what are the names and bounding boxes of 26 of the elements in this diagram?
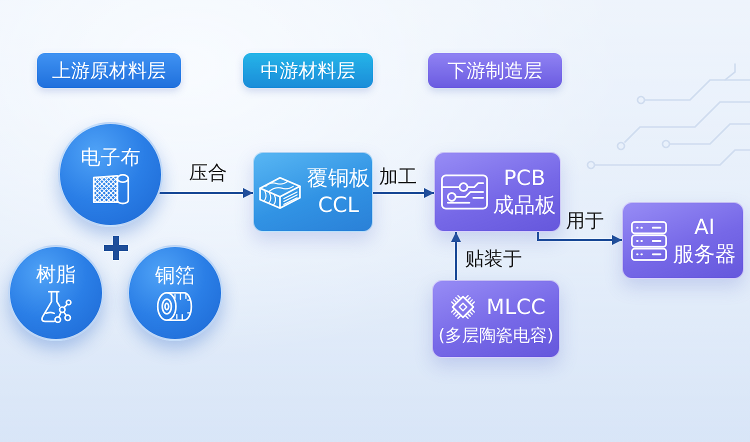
arrow (160, 188, 253, 198)
box-title: PCB (504, 165, 546, 192)
box-subtitle: (多层陶瓷电容) (438, 326, 554, 348)
product-box (434, 152, 561, 232)
box-subtitle: CCL (318, 192, 360, 219)
edge-label: 用于 (566, 210, 604, 233)
layer-tag: 上游原材料层 (37, 53, 181, 88)
box-subtitle: 成品板 (493, 192, 556, 219)
layer-tag: 下游制造层 (428, 53, 562, 88)
box-subtitle: 服务器 (673, 240, 736, 268)
layer-tag: 中游材料层 (243, 53, 373, 88)
circle-label: 铜箔 (155, 263, 195, 287)
box-title: AI (694, 214, 715, 240)
component-box (432, 280, 560, 358)
edge-label: 压合 (189, 162, 227, 185)
arrow (373, 188, 434, 198)
edge-label: 加工 (379, 166, 417, 189)
circle-label: 树脂 (36, 262, 76, 286)
edge-label: 贴装于 (465, 248, 522, 271)
box-title: 覆铜板 (307, 165, 370, 192)
arrow (451, 232, 461, 280)
arrow (537, 232, 622, 245)
server-box (622, 202, 744, 279)
laminate-box (253, 152, 373, 232)
circle-label: 电子布 (80, 144, 140, 168)
box-title: MLCC (486, 294, 546, 321)
